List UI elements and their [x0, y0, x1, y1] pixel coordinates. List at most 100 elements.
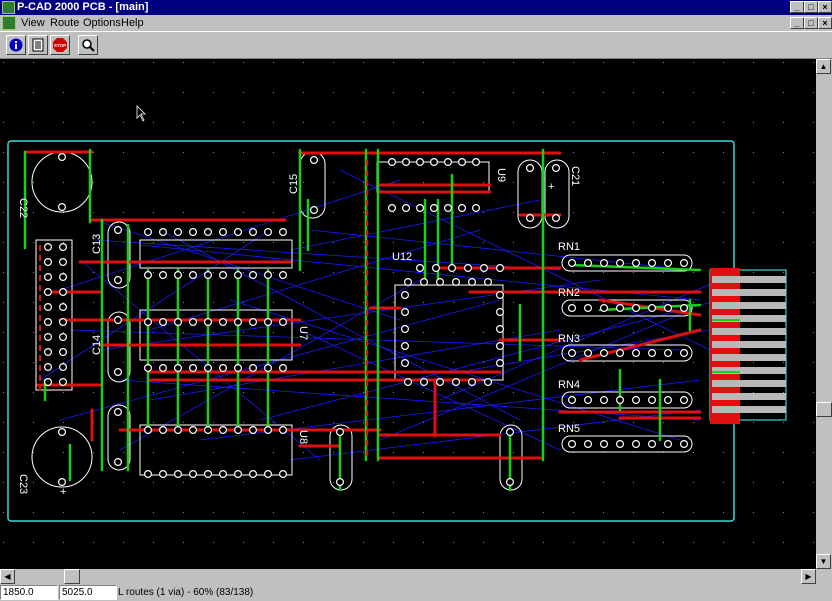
- pad: [480, 264, 489, 273]
- pad: [279, 470, 288, 479]
- edge-connector: [709, 268, 787, 424]
- label-rn3: RN3: [558, 333, 580, 345]
- doc-restore-button[interactable]: □: [804, 17, 818, 29]
- menu-options[interactable]: Options: [83, 17, 121, 29]
- pad: [679, 259, 688, 268]
- zoom-button[interactable]: [78, 35, 98, 55]
- doc-minimize-button[interactable]: _: [790, 17, 804, 29]
- pad: [647, 440, 656, 449]
- pad: [583, 396, 592, 405]
- pad: [249, 426, 258, 435]
- minimize-button[interactable]: _: [790, 1, 804, 13]
- stop-button[interactable]: STOP: [50, 35, 70, 55]
- pad: [679, 396, 688, 405]
- pad: [279, 228, 288, 237]
- pad: [113, 316, 122, 325]
- pad: [448, 264, 457, 273]
- pad: [647, 304, 656, 313]
- pad: [43, 243, 52, 252]
- pad: [113, 368, 122, 377]
- doc-close-button[interactable]: ×: [818, 17, 832, 29]
- pad: [567, 259, 576, 268]
- pad: [204, 228, 213, 237]
- scrollbar-corner: [816, 569, 832, 584]
- pad: [468, 378, 477, 387]
- info-button[interactable]: [6, 35, 26, 55]
- pad: [204, 318, 213, 327]
- pad: [159, 364, 168, 373]
- pad: [432, 264, 441, 273]
- pad: [416, 264, 425, 273]
- pad: [401, 308, 410, 317]
- scroll-right-button[interactable]: ▶: [801, 569, 816, 584]
- pad: [249, 318, 258, 327]
- pad: [525, 164, 534, 173]
- y-coordinate-field: 5025.0: [59, 585, 117, 600]
- pad: [58, 363, 67, 372]
- label-u7: U7: [297, 326, 309, 340]
- pad: [436, 278, 445, 287]
- report-button[interactable]: [28, 35, 48, 55]
- label-c14: C14: [91, 335, 103, 355]
- menu-bar: View Route Options Help _ □ ×: [0, 15, 832, 31]
- pad: [496, 264, 505, 273]
- pad: [452, 378, 461, 387]
- scroll-left-button[interactable]: ◀: [0, 569, 15, 584]
- pad: [599, 440, 608, 449]
- pad: [401, 325, 410, 334]
- pad: [679, 304, 688, 313]
- horizontal-scroll-thumb[interactable]: [64, 569, 80, 584]
- menu-help[interactable]: Help: [121, 17, 144, 29]
- app-icon[interactable]: [2, 1, 15, 14]
- pad: [310, 206, 319, 215]
- pad: [472, 158, 481, 167]
- maximize-button[interactable]: □: [804, 1, 818, 13]
- pad: [189, 470, 198, 479]
- vertical-scroll-thumb[interactable]: [816, 402, 832, 417]
- pad: [420, 378, 429, 387]
- pad: [159, 271, 168, 280]
- toolbar: STOP: [0, 31, 832, 59]
- horizontal-scrollbar[interactable]: ◀ ▶: [0, 569, 816, 584]
- pad: [234, 426, 243, 435]
- menu-view[interactable]: View: [21, 17, 45, 29]
- title-bar[interactable]: P-CAD 2000 PCB - [main] _ □ ×: [0, 0, 832, 15]
- pad: [234, 470, 243, 479]
- pad: [484, 278, 493, 287]
- pad: [219, 318, 228, 327]
- pad: [484, 378, 493, 387]
- pad: [631, 396, 640, 405]
- pad: [113, 226, 122, 235]
- pad: [401, 291, 410, 300]
- pad: [631, 304, 640, 313]
- pad: [647, 349, 656, 358]
- pad: [264, 470, 273, 479]
- pad: [43, 378, 52, 387]
- pad: [159, 470, 168, 479]
- pad: [496, 325, 505, 334]
- pad: [404, 378, 413, 387]
- pcb-canvas[interactable]: U12 U9 C21 RN1 RN2 RN3 RN4 RN5 C22 C23 C…: [0, 59, 816, 569]
- pad: [472, 204, 481, 213]
- pad: [401, 359, 410, 368]
- pad: [58, 333, 67, 342]
- pcb-board-drawing[interactable]: U12 U9 C21 RN1 RN2 RN3 RN4 RN5 C22 C23 C…: [0, 59, 816, 569]
- pad: [496, 342, 505, 351]
- close-button[interactable]: ×: [818, 1, 832, 13]
- pad: [496, 359, 505, 368]
- pad: [663, 440, 672, 449]
- pad: [174, 470, 183, 479]
- pad: [416, 158, 425, 167]
- selected-net: [39, 160, 368, 460]
- pad: [234, 228, 243, 237]
- scroll-down-button[interactable]: ▼: [816, 554, 831, 569]
- pad: [279, 364, 288, 373]
- vertical-scrollbar[interactable]: ▲ ▼: [816, 59, 832, 569]
- pad: [416, 204, 425, 213]
- pad: [583, 304, 592, 313]
- pad: [679, 349, 688, 358]
- menu-route[interactable]: Route: [50, 17, 80, 29]
- label-c15: C15: [288, 174, 300, 194]
- document-menu-icon[interactable]: [2, 16, 16, 30]
- scroll-up-button[interactable]: ▲: [816, 59, 831, 74]
